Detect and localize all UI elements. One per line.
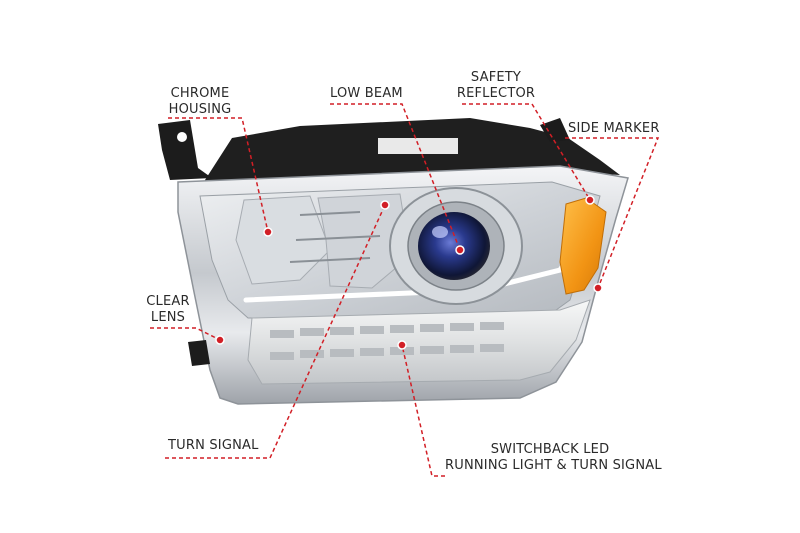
callout-line-side-marker	[565, 137, 660, 289]
dot-clear-lens	[215, 335, 225, 345]
dot-switchback	[397, 340, 407, 350]
callout-lines	[150, 103, 660, 477]
callout-line-chrome-housing	[168, 117, 269, 233]
mounting-tab-bottom	[188, 340, 210, 366]
label-turn-signal-text: TURN SIGNAL	[168, 438, 259, 453]
reflector-cup-middle	[317, 193, 411, 289]
label-side-marker: SIDE MARKER	[568, 121, 660, 137]
led-segments	[270, 322, 504, 360]
projector-highlight	[432, 226, 448, 238]
callout-line-low-beam	[330, 103, 461, 251]
label-clear-lens-line1: CLEAR	[146, 294, 190, 309]
callout-dots	[215, 195, 603, 350]
mounting-tab-right	[540, 118, 570, 142]
label-low-beam: LOW BEAM	[330, 86, 403, 102]
callout-line-turn-signal	[165, 204, 386, 459]
label-clear-lens-line2: LENS	[150, 310, 186, 325]
label-low-beam-text: LOW BEAM	[330, 86, 403, 101]
mounting-hole-left	[177, 132, 187, 142]
label-switchback-led-line1: SWITCHBACK LED	[490, 442, 610, 457]
label-chrome-housing-line1: CHROME	[170, 86, 230, 101]
label-chrome-housing: CHROME HOUSING	[160, 86, 240, 118]
dot-side-marker	[593, 283, 603, 293]
label-safety-reflector: SAFETY REFLECTOR	[456, 70, 536, 102]
reflector-rib-1	[299, 211, 361, 216]
dot-low-beam	[455, 245, 465, 255]
reflector-rib-2	[295, 235, 381, 241]
label-switchback-led-line2: RUNNING LIGHT & TURN SIGNAL	[445, 458, 662, 473]
label-chrome-housing-line2: HOUSING	[168, 102, 232, 117]
dot-turn-signal	[380, 200, 390, 210]
projector-lens	[418, 212, 490, 280]
label-safety-reflector-line2: REFLECTOR	[456, 86, 536, 101]
callout-line-safety-reflector	[462, 103, 591, 201]
housing-label	[378, 138, 458, 154]
dot-safety-reflector	[585, 195, 595, 205]
label-safety-reflector-line1: SAFETY	[470, 70, 522, 85]
mounting-tab-left	[158, 120, 212, 180]
label-side-marker-text: SIDE MARKER	[568, 121, 660, 136]
callout-line-clear-lens	[150, 327, 221, 341]
reflector-rib-3	[289, 257, 371, 263]
dot-chrome-housing	[263, 227, 273, 237]
led-strip	[247, 299, 591, 385]
label-turn-signal: TURN SIGNAL	[168, 438, 259, 454]
label-switchback-led: SWITCHBACK LED RUNNING LIGHT & TURN SIGN…	[445, 442, 662, 474]
label-clear-lens: CLEAR LENS	[138, 294, 198, 326]
